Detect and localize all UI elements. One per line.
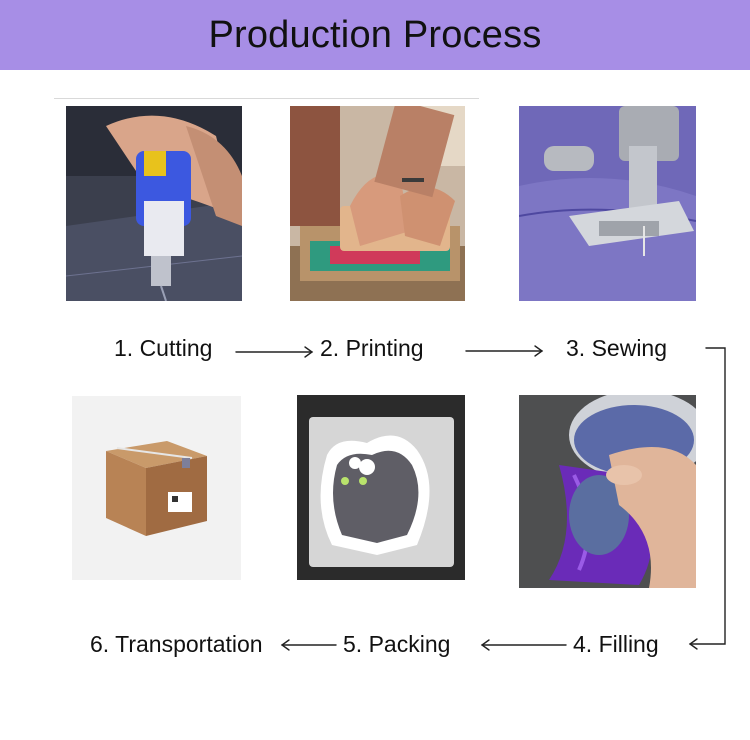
step-label-filling: 4. Filling [573, 631, 659, 657]
arrow-printing-to-sewing-icon [465, 345, 544, 357]
packing-photo [297, 395, 465, 580]
step-label-printing: 2. Printing [320, 335, 424, 361]
arrow-cutting-to-printing-icon [235, 346, 314, 358]
step-label-cutting: 1. Cutting [114, 335, 213, 361]
page-title: Production Process [208, 13, 542, 56]
step-label-sewing: 3. Sewing [566, 335, 668, 361]
transportation-photo [72, 396, 241, 580]
printing-photo [290, 106, 465, 301]
title-banner: Production Process [0, 0, 750, 70]
arrow-filling-to-packing-icon [480, 639, 567, 651]
step-label-transportation: 6. Transportation [90, 631, 263, 657]
cutting-photo [66, 106, 242, 301]
divider [54, 98, 479, 99]
filling-photo [519, 395, 696, 588]
sewing-photo [519, 106, 696, 301]
step-label-packing: 5. Packing [343, 631, 451, 657]
arrow-sewing-to-filling-icon [688, 347, 726, 650]
arrow-packing-to-transportation-icon [280, 639, 337, 651]
